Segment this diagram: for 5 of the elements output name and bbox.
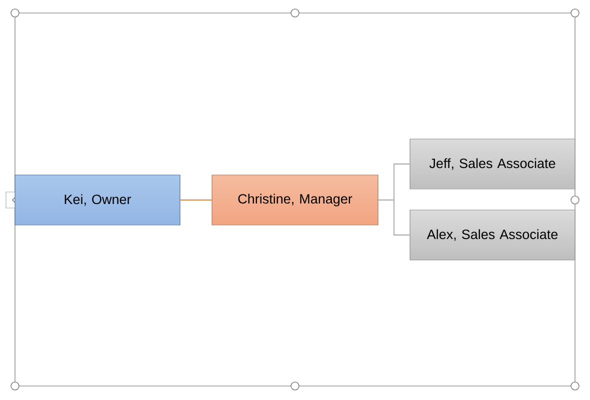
manager-box: Christine, Manager [212,174,378,226]
owner-box: Kei, Owner [14,174,180,226]
connector-line [378,200,410,236]
associate-box: Alex, Sales Associate [410,210,576,260]
associate-box: Jeff, Sales Associate [410,138,576,190]
